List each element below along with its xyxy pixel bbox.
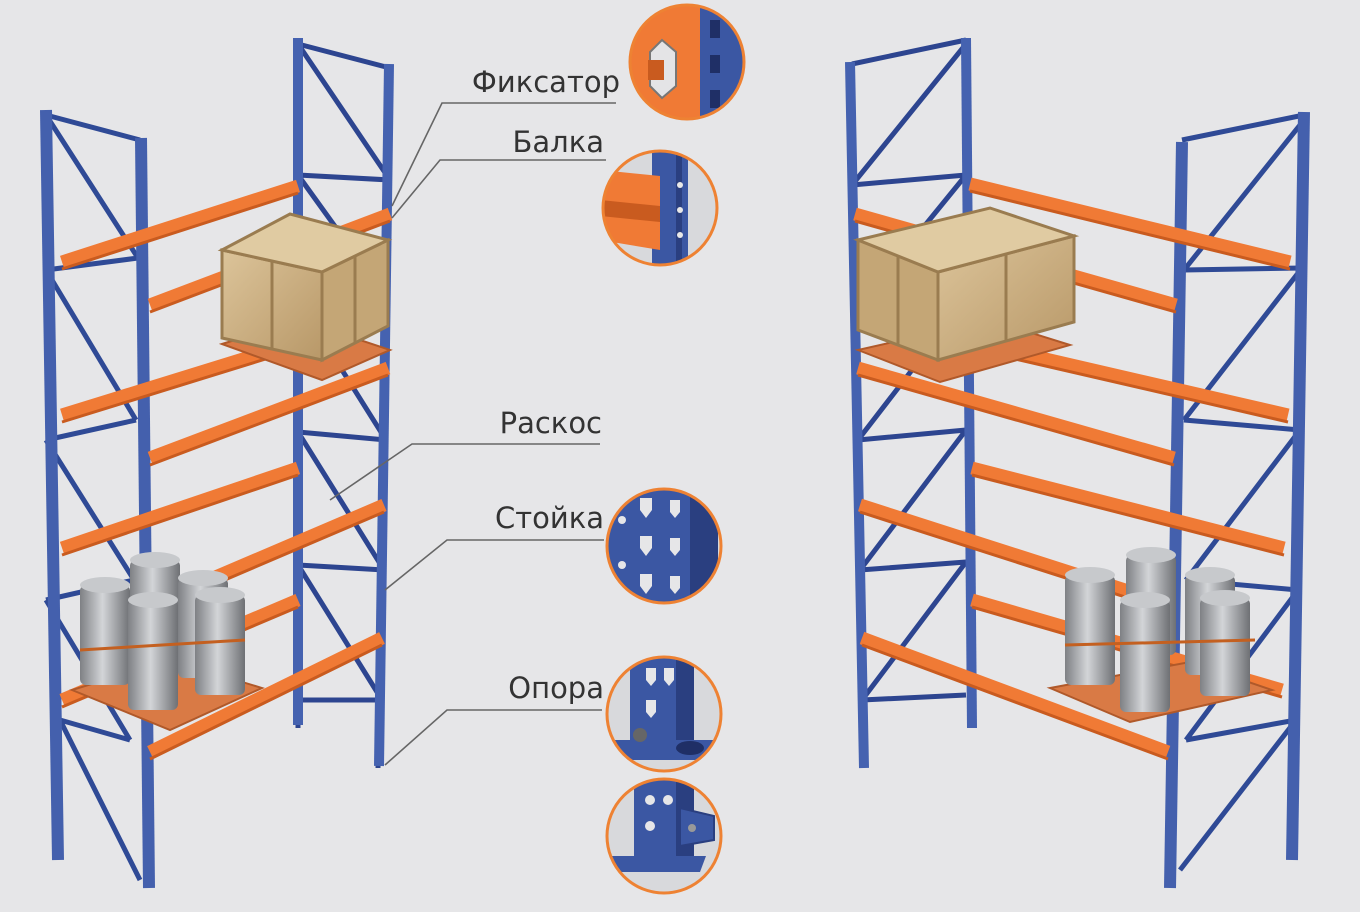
leader-fixator xyxy=(391,102,616,207)
left-crate-pallet xyxy=(217,212,393,382)
base-plate-front-detail-icon xyxy=(605,655,723,773)
right-drums-pallet xyxy=(1046,547,1276,724)
left-rack xyxy=(40,38,394,889)
beam-lock-detail-icon xyxy=(628,3,746,121)
labels: Фиксатор Балка Раскос Стойка Опора xyxy=(472,65,620,705)
right-back-uprights xyxy=(845,37,977,769)
label-beam: Балка xyxy=(513,125,605,159)
right-front-uprights xyxy=(1164,111,1310,889)
label-upright: Стойка xyxy=(495,501,604,535)
right-crate-pallet xyxy=(853,206,1080,384)
beam-connector-detail-icon xyxy=(601,149,719,267)
left-drums-pallet xyxy=(69,552,265,732)
left-front-uprights xyxy=(40,109,155,889)
leader-lines xyxy=(329,102,616,766)
leader-brace xyxy=(329,443,600,501)
right-rack xyxy=(845,37,1310,889)
left-beams-shade xyxy=(61,191,391,761)
label-support: Опора xyxy=(508,671,604,705)
base-plate-side-detail-icon xyxy=(605,777,723,895)
leader-upright xyxy=(384,539,604,591)
right-front-frame xyxy=(1178,112,1306,872)
label-fixator: Фиксатор xyxy=(472,65,620,99)
left-back-uprights xyxy=(293,38,394,767)
perforated-upright-detail-icon xyxy=(605,487,723,605)
leader-beam xyxy=(391,159,606,219)
leader-support xyxy=(384,709,602,766)
label-brace: Раскос xyxy=(500,406,602,440)
